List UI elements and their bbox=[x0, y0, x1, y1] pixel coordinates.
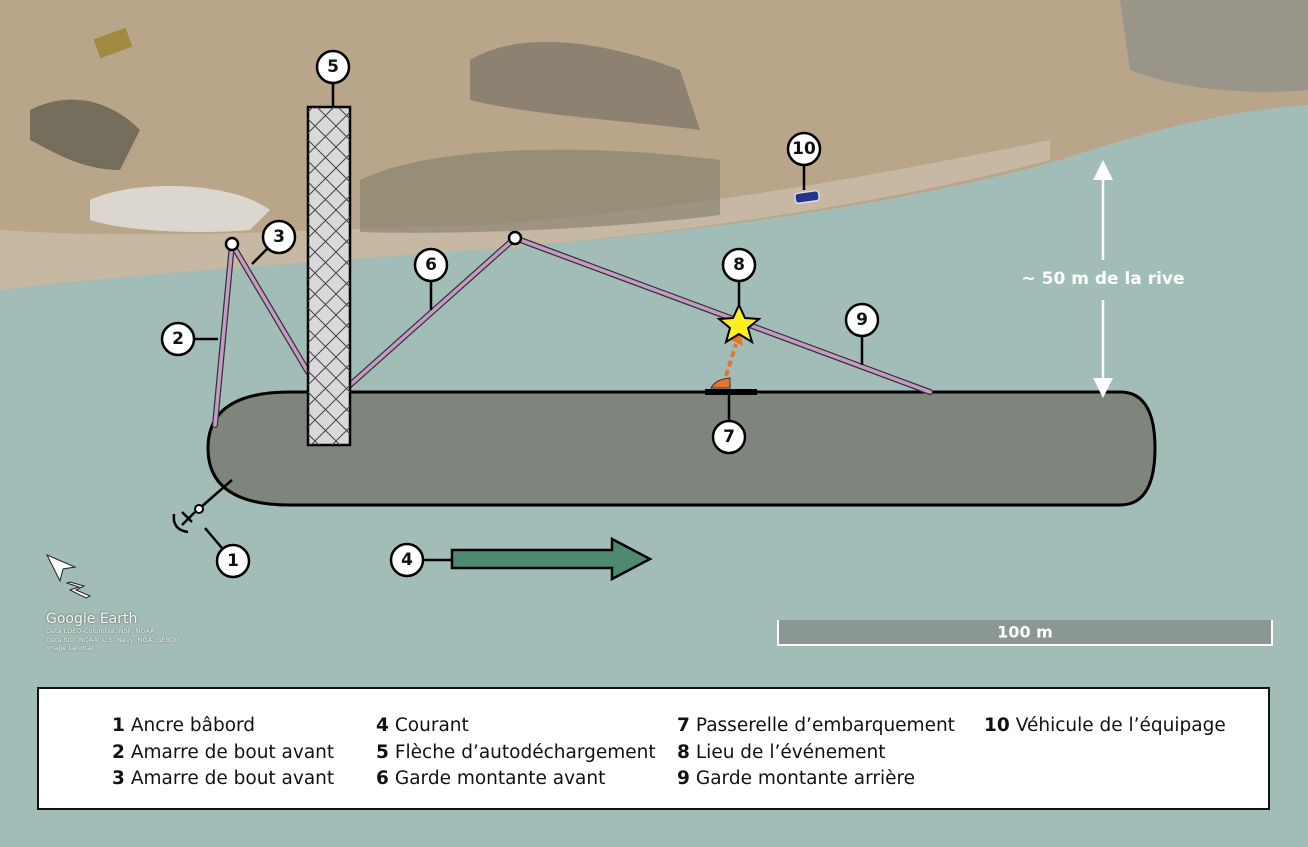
scale-bar bbox=[778, 620, 1272, 645]
callout-circle bbox=[413, 247, 449, 283]
callout-number: 6 bbox=[425, 255, 437, 275]
shadow-pile bbox=[30, 99, 140, 170]
callout-number: 3 bbox=[273, 227, 285, 247]
bollard-icon bbox=[507, 230, 523, 246]
rock-pile bbox=[360, 149, 720, 233]
callout-number: 1 bbox=[227, 551, 239, 571]
callout-circle bbox=[261, 219, 297, 255]
callout-circle bbox=[160, 321, 196, 357]
google-earth-logo: Google Earth bbox=[46, 611, 138, 627]
callout-circle bbox=[315, 49, 351, 85]
callout-number: 7 bbox=[723, 427, 735, 447]
callout-number: 8 bbox=[733, 255, 745, 275]
mooring-lines bbox=[212, 235, 933, 428]
loader-vehicle bbox=[93, 27, 133, 59]
scale-label: 100 m bbox=[997, 623, 1053, 642]
callout-circle bbox=[711, 419, 747, 455]
callout-number: 5 bbox=[327, 57, 339, 77]
callout-number: 9 bbox=[856, 310, 868, 330]
gravel-pile bbox=[470, 41, 700, 130]
current-arrow bbox=[450, 536, 653, 582]
credit: Image Landsat bbox=[46, 644, 95, 652]
crew-vehicle bbox=[794, 190, 820, 204]
callout-number: 10 bbox=[792, 139, 816, 159]
north-arrow-icon bbox=[45, 554, 92, 599]
white-pile bbox=[90, 186, 270, 232]
callout-circle bbox=[389, 542, 425, 578]
event-star-icon bbox=[716, 302, 762, 345]
credit: Data LDEO-Columbia, NSF, NOAA bbox=[46, 627, 155, 635]
google-earth-attribution: Google Earth Data LDEO-Columbia, NSF, NO… bbox=[46, 611, 179, 653]
gravel-pile bbox=[1120, 0, 1308, 92]
callout-circle bbox=[215, 543, 251, 579]
person-icon bbox=[710, 377, 731, 389]
gangway bbox=[705, 389, 757, 395]
anchor-icon bbox=[172, 511, 196, 534]
callout-circle bbox=[721, 247, 757, 283]
anchor-ring bbox=[194, 504, 204, 514]
callout-number: 4 bbox=[401, 550, 413, 570]
callout-number: 2 bbox=[172, 329, 184, 349]
bollard-icon bbox=[224, 236, 240, 252]
fall-path-arrow bbox=[724, 343, 738, 377]
callout-circle bbox=[786, 131, 822, 167]
distance-label: ~ 50 m de la rive bbox=[1021, 269, 1184, 289]
credit: Data SIO, NOAA, U.S. Navy, NGA, GEBCO bbox=[46, 635, 180, 644]
callout-circle bbox=[844, 302, 880, 338]
